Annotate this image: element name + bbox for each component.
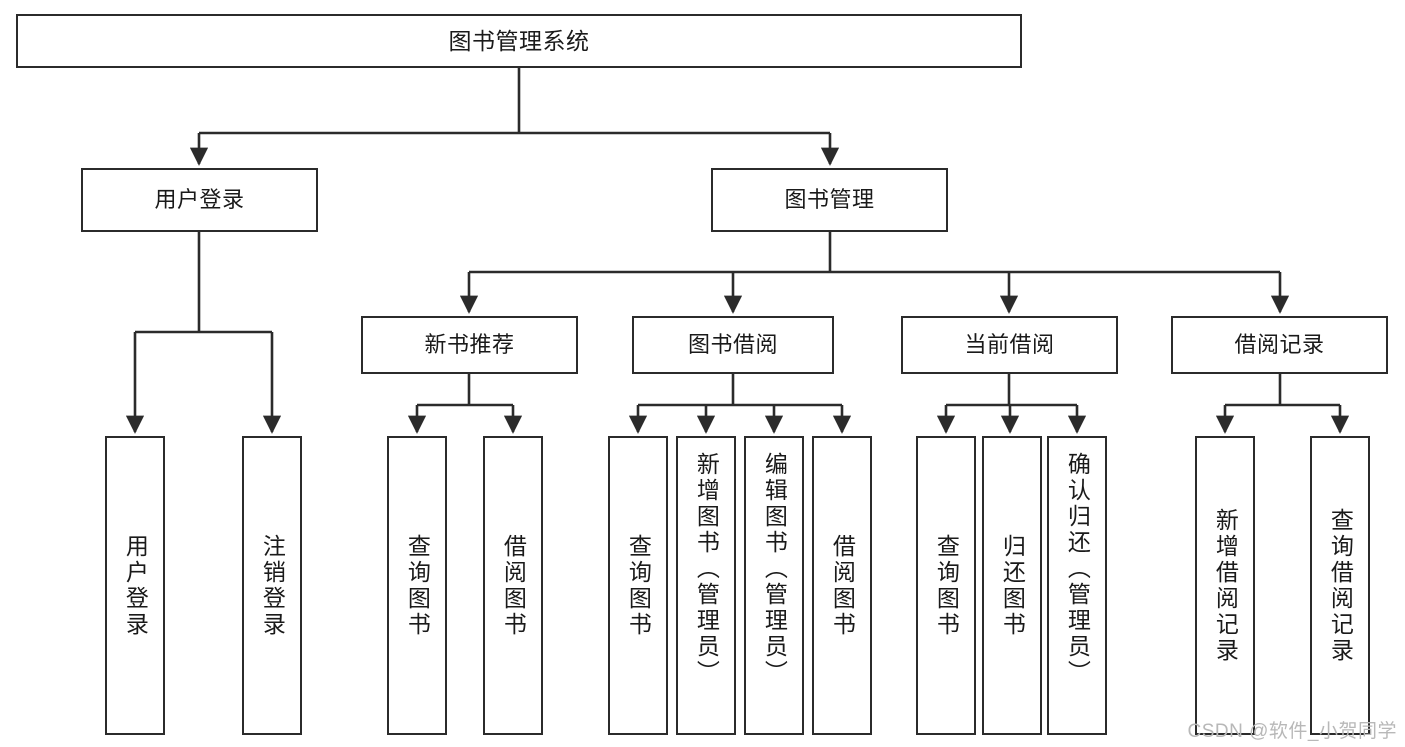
leaf-borrow-record-add[interactable]: 新增借阅记录	[1195, 436, 1255, 735]
leaf-book-borrow-borrow[interactable]: 借阅图书	[812, 436, 872, 735]
leaf-new-book-borrow-label: 借阅图书	[500, 533, 527, 638]
leaf-book-borrow-query-label: 查询图书	[625, 533, 652, 638]
leaf-user-login-logout-label: 注销登录	[259, 533, 286, 638]
node-borrow-record[interactable]: 借阅记录	[1171, 316, 1388, 374]
leaf-borrow-record-query[interactable]: 查询借阅记录	[1310, 436, 1370, 735]
node-current-borrow[interactable]: 当前借阅	[901, 316, 1118, 374]
node-user-login-label: 用户登录	[154, 186, 245, 212]
leaf-book-borrow-edit-label: 编辑图书（管理员）	[761, 452, 788, 686]
node-book-borrow-label: 图书借阅	[687, 331, 778, 357]
leaf-borrow-record-query-label: 查询借阅记录	[1327, 507, 1354, 664]
node-root[interactable]: 图书管理系统	[16, 14, 1022, 68]
leaf-book-borrow-add-label: 新增图书（管理员）	[693, 452, 720, 686]
leaf-book-borrow-query[interactable]: 查询图书	[608, 436, 668, 735]
leaf-current-borrow-query-label: 查询图书	[933, 533, 960, 638]
leaf-current-borrow-confirm[interactable]: 确认归还（管理员）	[1047, 436, 1107, 735]
leaf-current-borrow-return-label: 归还图书	[999, 533, 1026, 638]
leaf-user-login-login[interactable]: 用户登录	[105, 436, 165, 735]
node-borrow-record-label: 借阅记录	[1234, 331, 1325, 357]
leaf-new-book-query[interactable]: 查询图书	[387, 436, 447, 735]
leaf-new-book-borrow[interactable]: 借阅图书	[483, 436, 543, 735]
node-current-borrow-label: 当前借阅	[964, 331, 1055, 357]
node-book-management[interactable]: 图书管理	[711, 168, 948, 232]
node-user-login[interactable]: 用户登录	[81, 168, 318, 232]
node-new-book-recommend-label: 新书推荐	[424, 331, 515, 357]
leaf-current-borrow-return[interactable]: 归还图书	[982, 436, 1042, 735]
node-book-borrow[interactable]: 图书借阅	[632, 316, 834, 374]
node-book-management-label: 图书管理	[784, 186, 875, 212]
leaf-book-borrow-edit[interactable]: 编辑图书（管理员）	[744, 436, 804, 735]
leaf-user-login-login-label: 用户登录	[122, 533, 149, 638]
leaf-book-borrow-borrow-label: 借阅图书	[829, 533, 856, 638]
leaf-user-login-logout[interactable]: 注销登录	[242, 436, 302, 735]
leaf-book-borrow-add[interactable]: 新增图书（管理员）	[676, 436, 736, 735]
leaf-current-borrow-confirm-label: 确认归还（管理员）	[1064, 452, 1091, 686]
leaf-new-book-query-label: 查询图书	[404, 533, 431, 638]
node-root-label: 图书管理系统	[448, 27, 590, 54]
leaf-borrow-record-add-label: 新增借阅记录	[1212, 507, 1239, 664]
node-new-book-recommend[interactable]: 新书推荐	[361, 316, 578, 374]
leaf-current-borrow-query[interactable]: 查询图书	[916, 436, 976, 735]
